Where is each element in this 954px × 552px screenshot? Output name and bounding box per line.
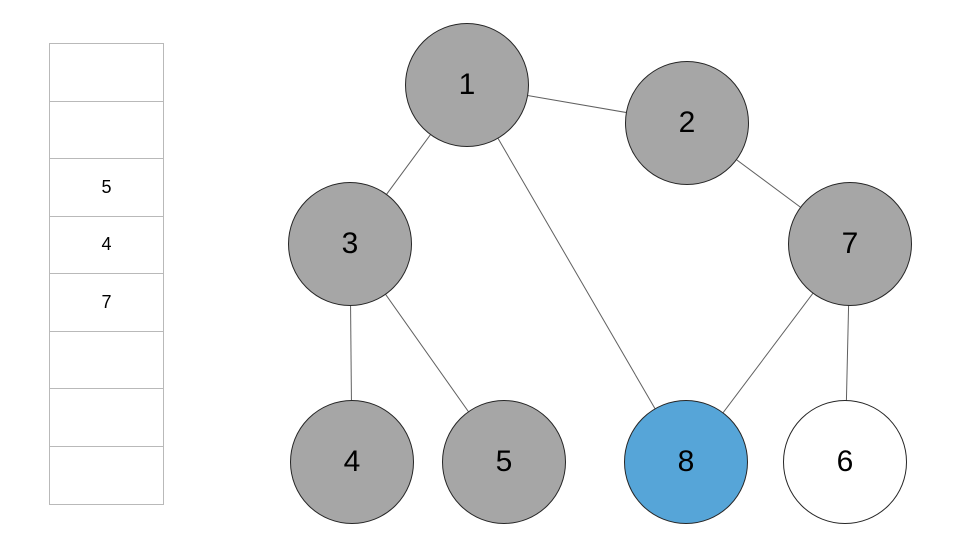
graph-node-2: 2 — [625, 61, 749, 185]
graph-node-8: 8 — [624, 400, 748, 524]
graph-node-4: 4 — [290, 400, 414, 524]
graph-node-1: 1 — [405, 23, 529, 147]
node-label: 8 — [677, 445, 695, 478]
node-label: 3 — [341, 227, 359, 260]
node-label: 6 — [836, 445, 854, 478]
stack-cell-2 — [50, 102, 163, 159]
stack-cell-value: 4 — [101, 234, 112, 255]
stack-cell-7 — [50, 389, 163, 447]
stack-cell-1 — [50, 44, 163, 102]
graph-node-6: 6 — [783, 400, 907, 524]
graph-node-3: 3 — [288, 182, 412, 306]
node-label: 5 — [495, 445, 513, 478]
graph-node-7: 7 — [788, 182, 912, 306]
stack-cell-value: 5 — [101, 176, 112, 197]
stack-cell-6 — [50, 332, 163, 389]
node-label: 4 — [343, 445, 361, 478]
node-label: 7 — [841, 227, 859, 260]
stack-cell-value: 7 — [101, 291, 112, 312]
stack-cell-5: 7 — [50, 274, 163, 332]
node-label: 1 — [458, 68, 476, 101]
stack-cell-3: 5 — [50, 159, 163, 217]
stack-cell-4: 4 — [50, 217, 163, 274]
node-label: 2 — [678, 106, 696, 139]
edge-1-8 — [466, 84, 687, 463]
stack-table: 5 4 7 — [49, 43, 164, 505]
graph-node-5: 5 — [442, 400, 566, 524]
